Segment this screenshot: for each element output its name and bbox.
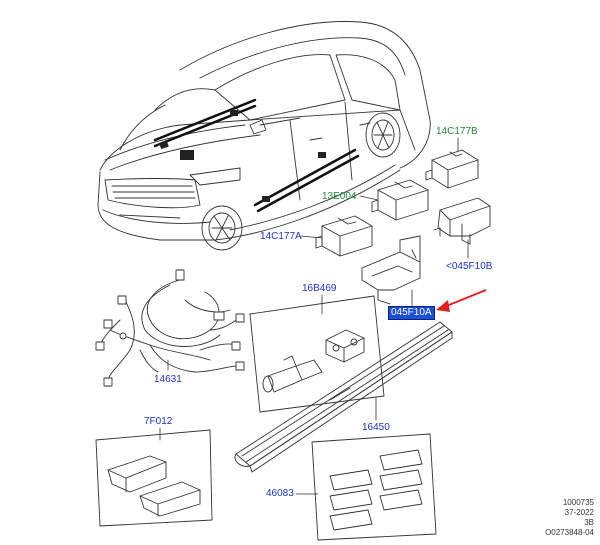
reference-code: O0273848-04 bbox=[545, 528, 594, 537]
callout-045F10B[interactable]: <045F10B bbox=[446, 261, 493, 272]
reference-number: 1000735 bbox=[562, 498, 594, 507]
wiring-harness-drawing bbox=[99, 279, 241, 381]
bracket-045F10B-drawing bbox=[433, 197, 491, 245]
vehicle-running-boards bbox=[153, 98, 360, 213]
callout-16B469[interactable]: 16B469 bbox=[302, 283, 337, 294]
running-board-16450 bbox=[234, 321, 453, 473]
module-14C177A-drawing bbox=[315, 215, 373, 257]
harness-connectors bbox=[95, 269, 245, 387]
kit-box-16B469 bbox=[249, 295, 385, 413]
diagram-reference-block: 1000735 37-2022 3B O0273848-04 bbox=[545, 498, 594, 538]
pointer-arrow-icon bbox=[436, 289, 487, 312]
module-13E004-drawing bbox=[371, 179, 429, 221]
callout-46083[interactable]: 46083 bbox=[266, 488, 294, 499]
callout-14C177B[interactable]: 14C177B bbox=[436, 126, 478, 137]
module-14C177B-drawing bbox=[425, 149, 479, 189]
kit-box-46083 bbox=[311, 433, 437, 541]
callout-7F012[interactable]: 7F012 bbox=[144, 416, 173, 427]
vehicle-outline bbox=[97, 21, 431, 251]
callout-14C177A[interactable]: 14C177A bbox=[260, 231, 302, 242]
bracket-045F10A-drawing bbox=[361, 235, 421, 305]
callout-14631[interactable]: 14631 bbox=[154, 374, 182, 385]
kit-box-7F012 bbox=[95, 429, 213, 527]
leader-lines bbox=[159, 137, 469, 495]
reference-revision: 3B bbox=[584, 518, 594, 527]
callout-045F10A-selected[interactable]: 045F10A bbox=[388, 306, 435, 320]
callout-16450[interactable]: 16450 bbox=[362, 422, 390, 433]
reference-date: 37-2022 bbox=[564, 508, 594, 517]
callout-13E004[interactable]: 13E004 bbox=[322, 191, 357, 202]
